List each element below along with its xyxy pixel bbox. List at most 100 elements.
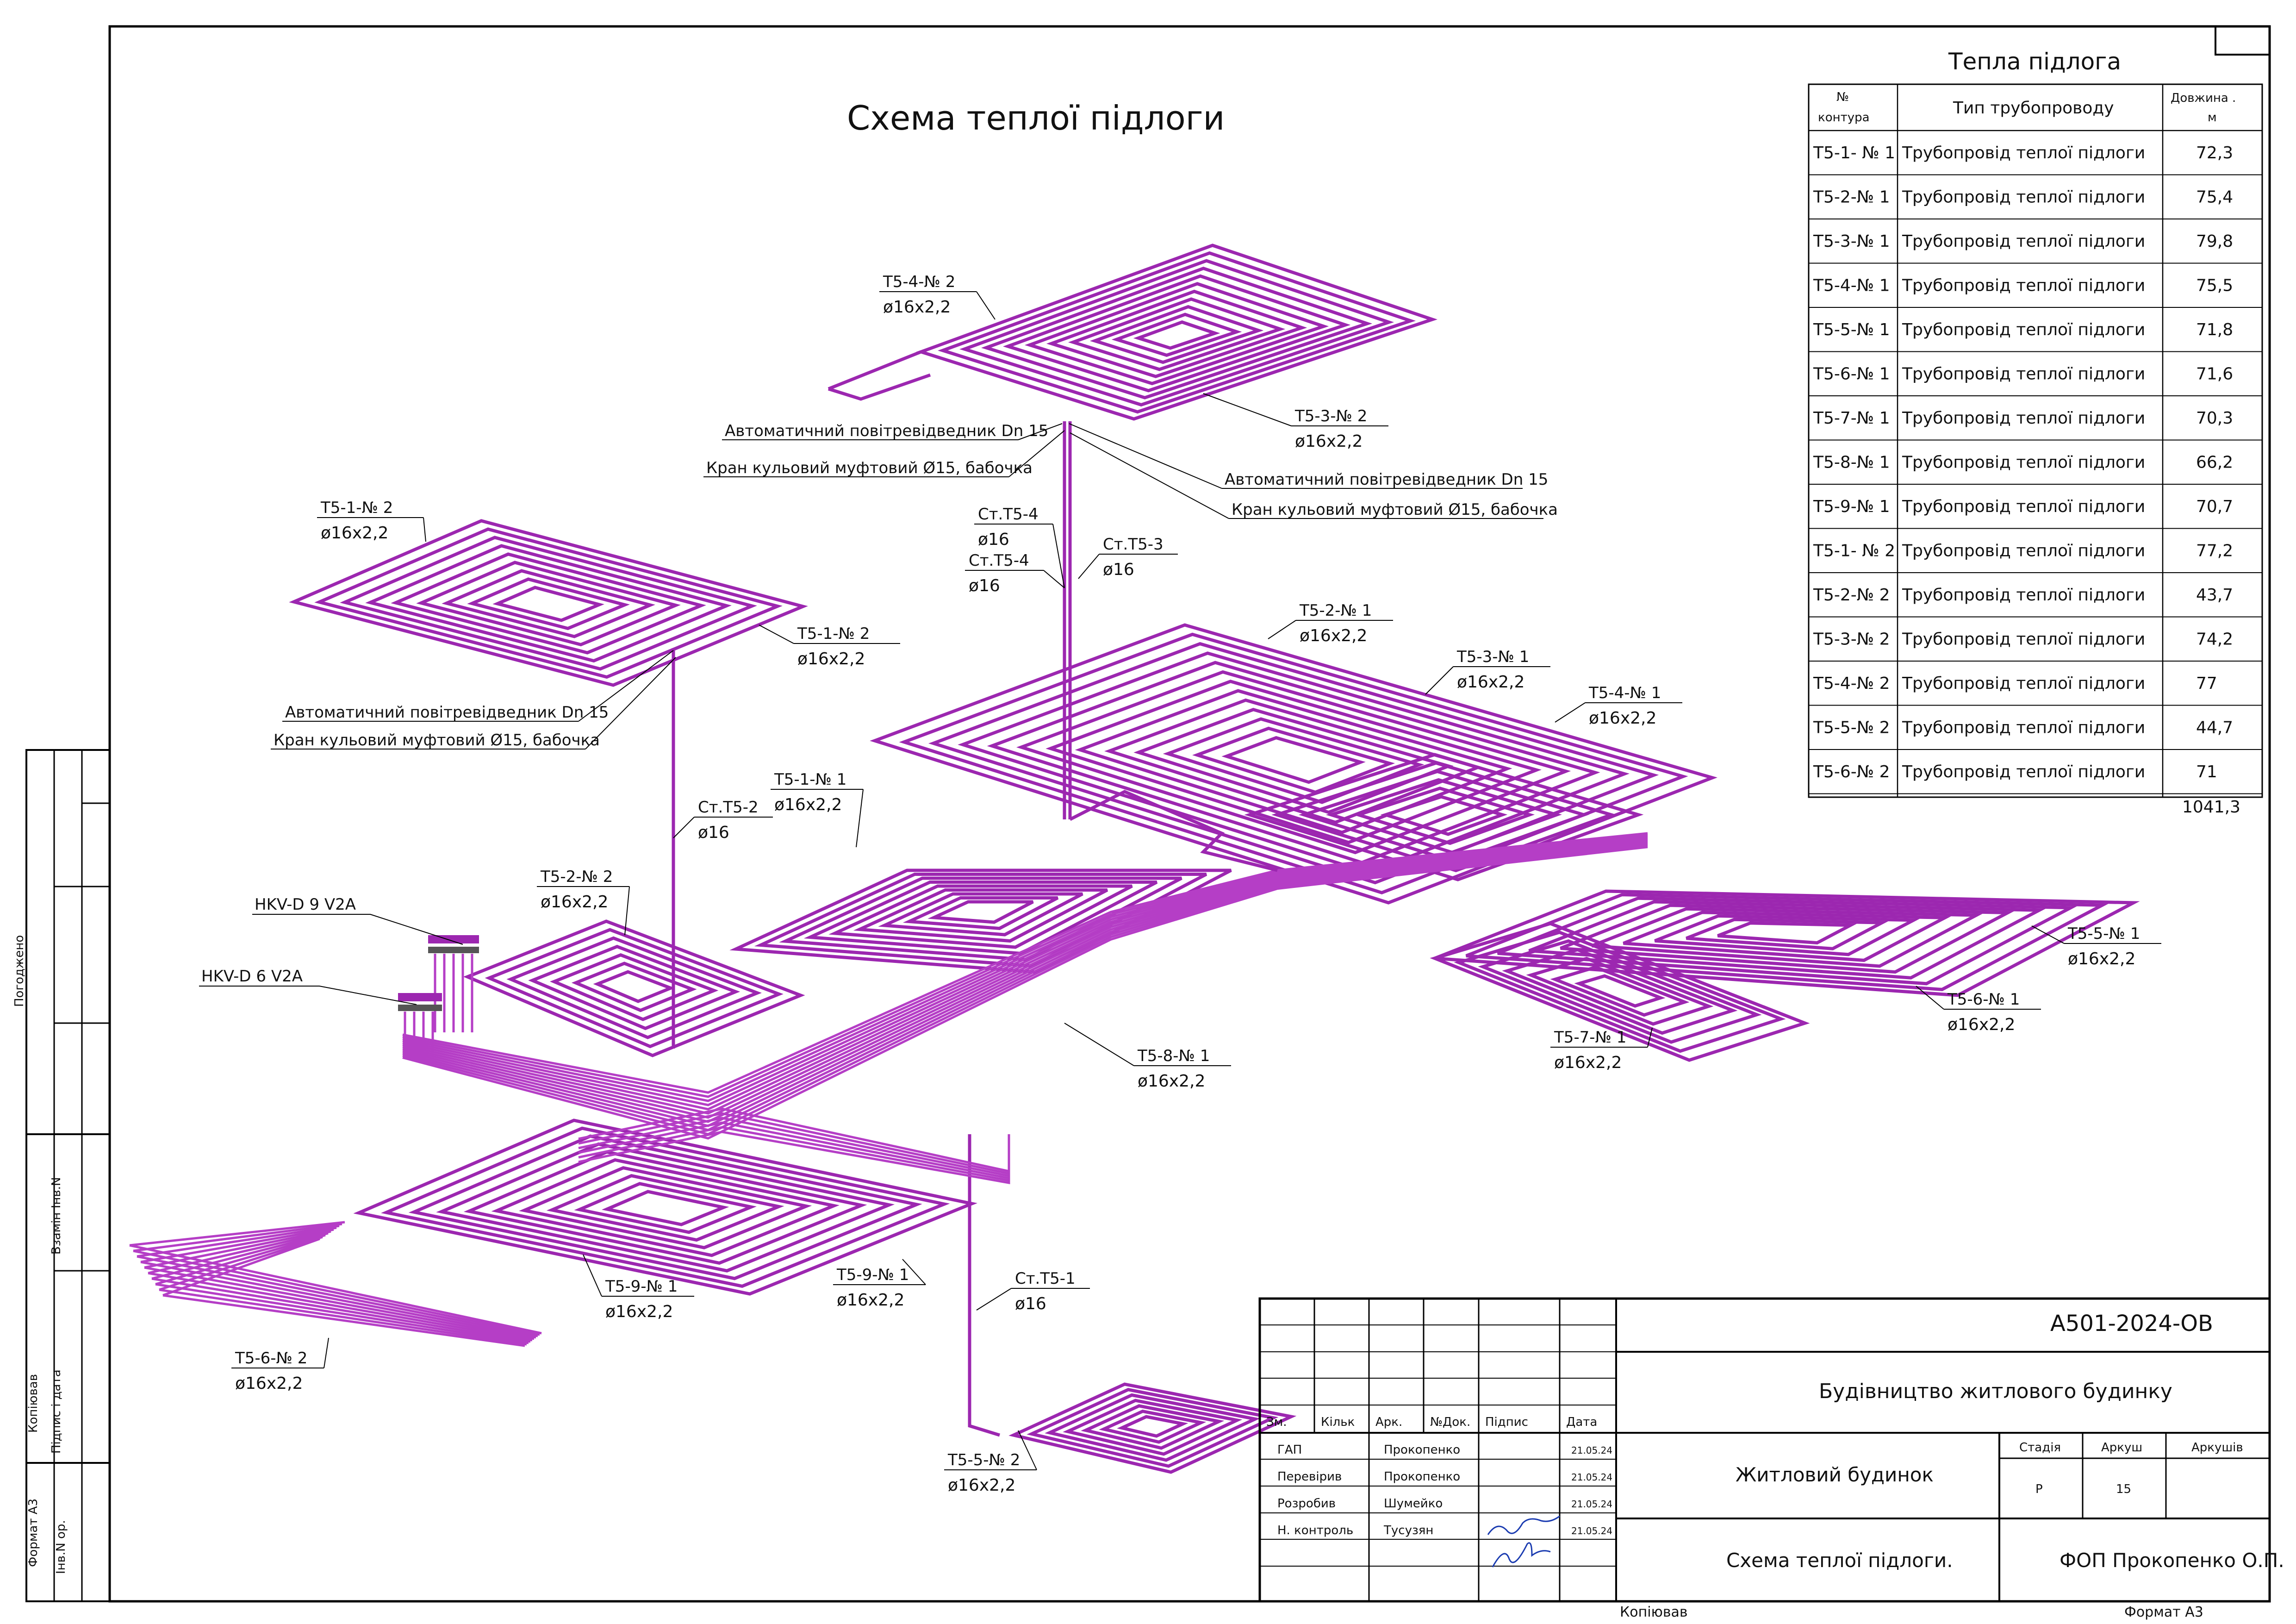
pipe-trunk xyxy=(402,833,1648,1098)
pipe-coil xyxy=(1063,1399,1243,1456)
spec-row-length: 71,8 xyxy=(2196,320,2233,339)
spec-row-length: 66,2 xyxy=(2196,453,2233,472)
contour-name: Т5-5-№ 1 xyxy=(2067,924,2140,943)
pipe-coil xyxy=(1221,736,1366,784)
pipe-coil xyxy=(1430,922,1810,1062)
pipe-size: ø16x2,2 xyxy=(1948,1015,2015,1034)
sheet-frame xyxy=(108,25,2271,1603)
spec-total: 1041,3 xyxy=(2182,798,2240,817)
pipe-trunk xyxy=(402,837,1648,1111)
pipe-coil xyxy=(436,1142,895,1273)
note-text: Автоматичний повітревідведник Dn 15 xyxy=(285,703,609,722)
note-air_vent_top_right: Автоматичний повітревідведник Dn 15 xyxy=(1069,423,1548,489)
pipe-coil xyxy=(1111,312,1242,357)
pipe-coil xyxy=(729,868,1232,974)
pipe-coil xyxy=(602,1190,729,1226)
sheet-value: 15 xyxy=(2116,1482,2131,1496)
pipe-coil xyxy=(1686,918,1888,950)
signature-nkontrol xyxy=(1492,1542,1551,1568)
tb-person: Тусузян xyxy=(1383,1524,1433,1537)
note-text: Автоматичний повітревідведник Dn 15 xyxy=(725,422,1048,440)
pipe-coil xyxy=(1081,1404,1225,1450)
pipe-coil xyxy=(162,1237,525,1347)
pipe-coil xyxy=(1075,689,1512,834)
drawing-title: Схема теплої підлоги xyxy=(847,99,1225,137)
loop-t5-1-2 xyxy=(289,519,808,687)
manifold-label: HKV-D 6 V2A xyxy=(201,967,303,986)
pipe-feed xyxy=(828,350,931,401)
pipe-coil xyxy=(528,944,740,1031)
contour-name: Т5-9-№ 1 xyxy=(836,1266,909,1284)
copied-label: Копіював xyxy=(1620,1604,1688,1620)
stage-value: Р xyxy=(2035,1482,2043,1496)
pipe-size: ø16 xyxy=(1015,1294,1046,1313)
label-t532: Т5-3-№ 2 ø16x2,2 xyxy=(1203,393,1388,451)
pipe-size: ø16x2,2 xyxy=(797,650,865,668)
pipe-coil xyxy=(754,873,1207,968)
pipe-coil xyxy=(391,552,706,655)
contour-name: Т5-3-№ 1 xyxy=(1456,648,1529,666)
doc-code: А501-2024-ОВ xyxy=(2050,1311,2213,1337)
side-stamp: Погоджено Взамін Інв.N Підпис і дата Коп… xyxy=(12,749,111,1602)
spec-row-length: 72,3 xyxy=(2196,144,2233,162)
pipe-coil xyxy=(1008,1382,1297,1474)
label-t571: Т5-7-№ 1 ø16x2,2 xyxy=(1550,1027,1653,1072)
pipe-coil xyxy=(1380,795,1508,836)
note-valve_top_left: Кран кульовий муфтовий Ø15, бабочка xyxy=(703,430,1065,477)
pipe-size: ø16x2,2 xyxy=(1295,432,1363,451)
pipe-coil xyxy=(408,1134,922,1280)
pipe-trunk xyxy=(402,832,1648,1094)
sheet-title: Схема теплої підлоги. xyxy=(1726,1549,1953,1572)
pipe-size: ø16x2,2 xyxy=(1554,1053,1622,1072)
tb-date: 21.05.24 xyxy=(1571,1499,1612,1510)
spec-row-type: Трубопровід теплої підлоги xyxy=(1902,497,2145,516)
tb-col-header: Підпис xyxy=(1485,1415,1528,1429)
spec-row-contour: Т5-8-№ 1 xyxy=(1813,453,1890,472)
pipe-coil xyxy=(159,1236,527,1346)
sheets-header: Аркушів xyxy=(2191,1441,2243,1455)
pipe-coil xyxy=(1068,297,1286,371)
object-name: Житловий будинок xyxy=(1736,1463,1934,1486)
spec-row-length: 77 xyxy=(2196,674,2217,693)
pipe-coil xyxy=(1623,911,1951,962)
spec-row-length: 75,5 xyxy=(2196,276,2233,295)
tb-person: Прокопенко xyxy=(1384,1470,1460,1484)
pipe-coil xyxy=(902,896,1059,931)
pipe-coil xyxy=(1325,778,1562,854)
spec-header-length: Довжина . xyxy=(2171,91,2236,105)
pipe-coil xyxy=(1045,680,1542,844)
spec-row-type: Трубопровід теплої підлоги xyxy=(1902,586,2145,605)
spec-row-length: 44,7 xyxy=(2196,718,2233,737)
pipe-coil xyxy=(878,892,1083,937)
pipe-trunk xyxy=(402,838,1648,1115)
spec-row-length: 74,2 xyxy=(2196,630,2233,649)
loop-t5-4-2 xyxy=(828,244,1438,421)
note-text: Кран кульовий муфтовий Ø15, бабочка xyxy=(1232,500,1558,519)
sign-date-label: Підпис і дата xyxy=(50,1369,63,1454)
loop-t5-1-1 xyxy=(729,868,1232,974)
contour-name: Т5-3-№ 2 xyxy=(1294,407,1367,425)
label-hkv-6: HKV-D 6 V2A xyxy=(199,967,417,1005)
spec-row-length: 77,2 xyxy=(2196,542,2233,561)
pipe-coil xyxy=(1434,889,2140,997)
pipe-coil xyxy=(1478,939,1762,1044)
spec-row-contour: Т5-2-№ 2 xyxy=(1813,586,1890,605)
pipe-trunk xyxy=(402,836,1648,1106)
contour-name: Т5-1-№ 2 xyxy=(797,625,870,643)
contour-name: Ст.Т5-3 xyxy=(1103,535,1164,554)
note-text: Автоматичний повітревідведник Dn 15 xyxy=(1225,470,1548,489)
pipe-trunk xyxy=(402,843,1648,1131)
pipe-coil xyxy=(593,970,675,1003)
contour-name: Т5-7-№ 1 xyxy=(1554,1028,1626,1047)
pipe-coil xyxy=(853,888,1108,943)
note-valve_left: Кран кульовий муфтовий Ø15, бабочка xyxy=(271,657,676,750)
contour-name: Т5-2-№ 1 xyxy=(1299,601,1372,620)
loop-t5-9-1 xyxy=(353,1118,977,1296)
spec-row-contour: Т5-4-№ 1 xyxy=(1813,276,1890,295)
contour-name: Т5-6-№ 2 xyxy=(235,1349,307,1368)
spec-row-contour: Т5-2-№ 1 xyxy=(1813,188,1890,207)
